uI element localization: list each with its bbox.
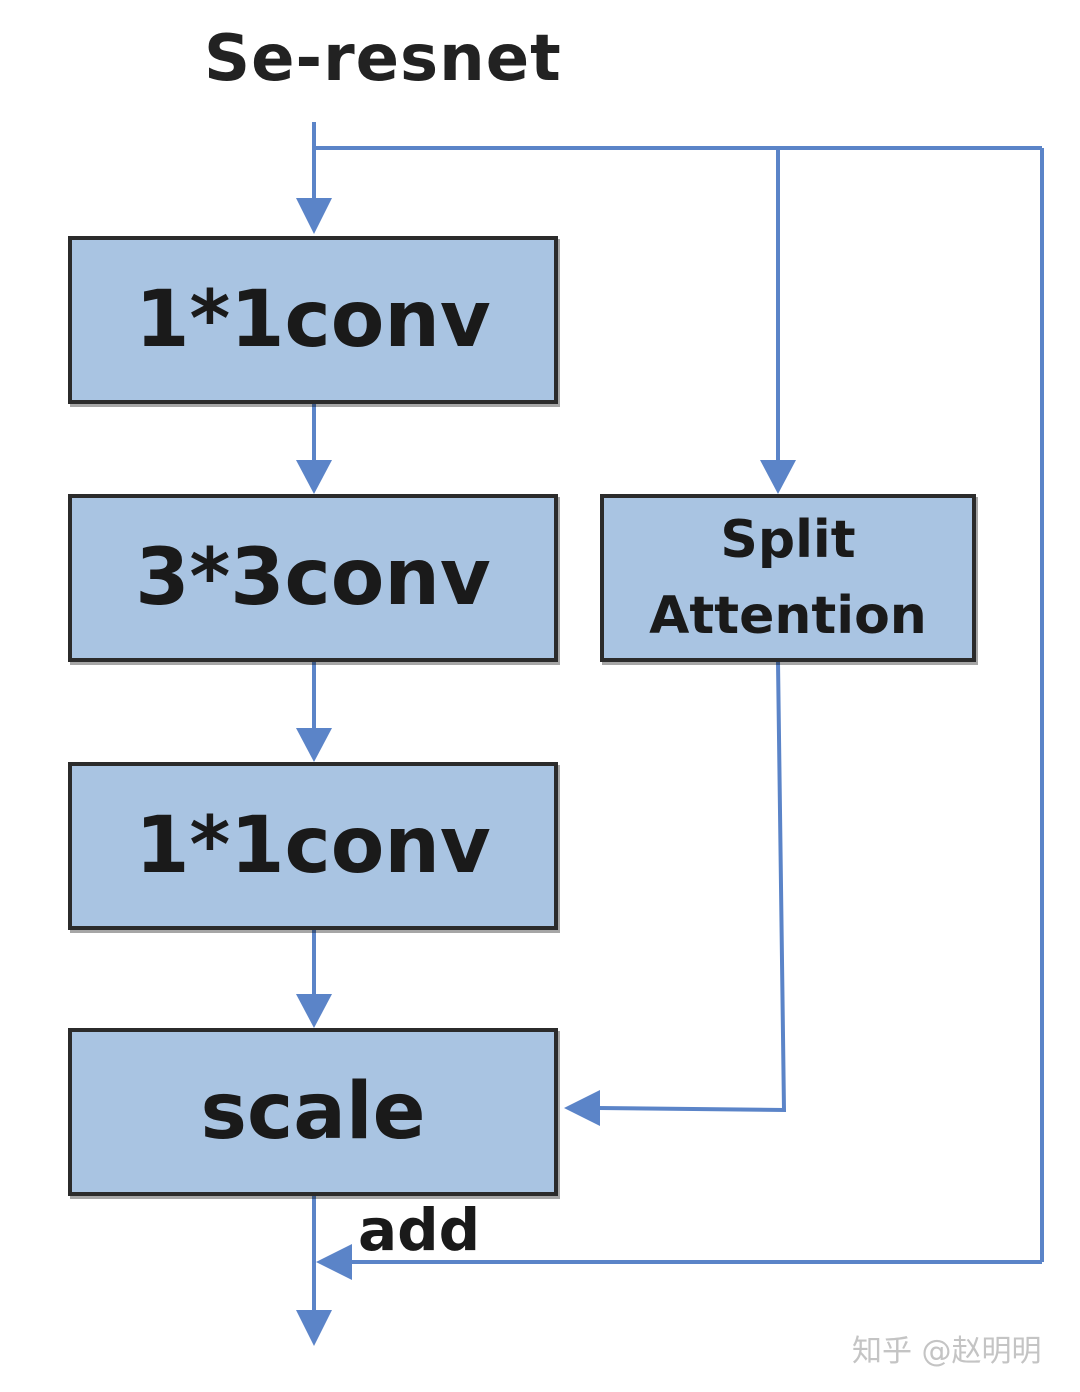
arrowhead-into-conv1b	[296, 728, 332, 762]
add-label: add	[358, 1196, 481, 1264]
arrowhead-into-conv3	[296, 460, 332, 494]
arrowhead-split-to-scale	[564, 1090, 600, 1126]
watermark: 知乎 @赵明明	[852, 1334, 1042, 1369]
split-attention-line-1: Split	[720, 510, 856, 570]
arrowhead-into-conv1	[296, 198, 332, 234]
split-attention-block: Split Attention	[600, 494, 976, 662]
arrowhead-into-scale	[296, 994, 332, 1028]
split-attention-line-2: Attention	[649, 586, 927, 646]
arrowhead-into-split	[760, 460, 796, 494]
diagram-title: Se-resnet	[204, 22, 562, 96]
conv1x1-block: 1*1conv	[68, 236, 558, 404]
conv3x3-block: 3*3conv	[68, 494, 558, 662]
arrowhead-add	[316, 1244, 352, 1280]
scale-block: scale	[68, 1028, 558, 1196]
conv1x1-block-second: 1*1conv	[68, 762, 558, 930]
split-to-scale-line	[597, 661, 787, 1113]
arrowhead-output	[296, 1310, 332, 1346]
